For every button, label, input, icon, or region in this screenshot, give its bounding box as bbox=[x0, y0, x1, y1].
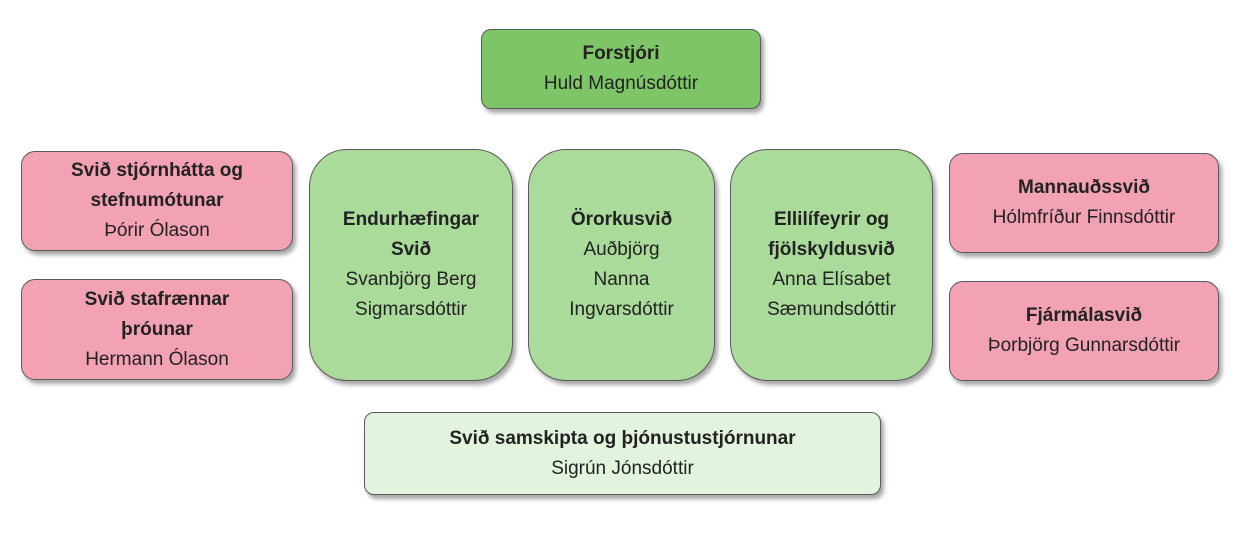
director-title: Forstjóri bbox=[582, 43, 660, 64]
communications-service-division-title: Svið samskipta og þjónustustjórnunar bbox=[449, 427, 796, 449]
rehabilitation-division-box: Endurhæfingar Svið Svanbjörg Berg Sigmar… bbox=[309, 149, 513, 381]
digital-development-division-head: Hermann Ólason bbox=[85, 348, 229, 370]
digital-development-division-title-line-2: þróunar bbox=[121, 318, 193, 340]
finance-division-head: Þorbjörg Gunnarsdóttir bbox=[987, 335, 1181, 356]
rehabilitation-division-head-line-2: Sigmarsdóttir bbox=[355, 299, 467, 320]
disability-division-title: Örorkusvið bbox=[570, 209, 673, 230]
rehabilitation-division-head-line-1: Svanbjörg Berg bbox=[345, 269, 477, 290]
pension-family-division-box: Ellilífeyrir og fjölskyldusvið Anna Elís… bbox=[730, 149, 933, 381]
pension-family-division-title-line-1: Ellilífeyrir og bbox=[773, 209, 890, 230]
governance-division-box: Svið stjórnhátta og stefnumótunar Þórir … bbox=[21, 151, 293, 251]
communications-service-division-box: Svið samskipta og þjónustustjórnunar Sig… bbox=[364, 412, 881, 495]
disability-division-head-line-1: Auðbjörg bbox=[583, 239, 660, 260]
governance-division-title-line-2: stefnumótunar bbox=[90, 190, 224, 211]
digital-development-division-title-line-1: Svið stafrænnar bbox=[84, 288, 230, 310]
human-resources-division-box: Mannauðssvið Hólmfríður Finnsdóttir bbox=[949, 153, 1219, 253]
pension-family-division-head-line-1: Anna Elísabet bbox=[772, 269, 891, 290]
digital-development-division-box: Svið stafrænnar þróunar Hermann Ólason bbox=[21, 279, 293, 380]
disability-division-head-line-3: Ingvarsdóttir bbox=[569, 299, 674, 320]
finance-division-box: Fjármálasvið Þorbjörg Gunnarsdóttir bbox=[949, 281, 1219, 381]
governance-division-title-line-1: Svið stjórnhátta og bbox=[70, 160, 244, 181]
rehabilitation-division-title-line-2: Svið bbox=[390, 239, 432, 260]
director-box: Forstjóri Huld Magnúsdóttir bbox=[481, 29, 761, 109]
disability-division-box: Örorkusvið Auðbjörg Nanna Ingvarsdóttir bbox=[528, 149, 715, 381]
pension-family-division-title-line-2: fjölskyldusvið bbox=[768, 239, 895, 260]
disability-division-head-line-2: Nanna bbox=[593, 269, 650, 290]
human-resources-division-title: Mannauðssvið bbox=[1018, 177, 1150, 198]
human-resources-division-head: Hólmfríður Finnsdóttir bbox=[992, 207, 1176, 228]
finance-division-title: Fjármálasvið bbox=[1025, 305, 1143, 326]
communications-service-division-head: Sigrún Jónsdóttir bbox=[551, 457, 694, 479]
pension-family-division-head-line-2: Sæmundsdóttir bbox=[767, 299, 896, 320]
rehabilitation-division-title-line-1: Endurhæfingar bbox=[342, 209, 480, 230]
director-name: Huld Magnúsdóttir bbox=[543, 73, 699, 94]
governance-division-head: Þórir Ólason bbox=[104, 220, 210, 241]
